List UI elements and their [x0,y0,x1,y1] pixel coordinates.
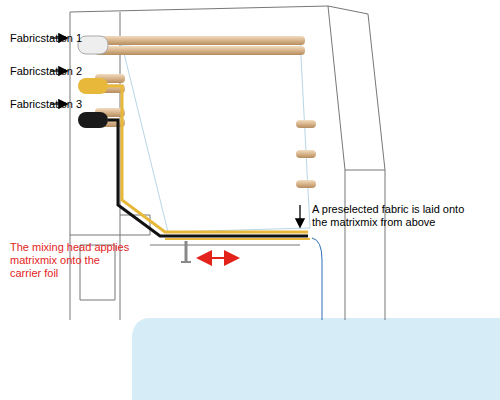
table [132,318,500,400]
yellow-fabric [108,86,308,232]
black-roll [78,112,108,128]
mixing-head-label: The mixing head applies matrixmix onto t… [10,241,134,280]
carrier-foil [312,238,322,320]
down-arrow [299,205,300,226]
yellow-roll [78,78,108,94]
housing [70,6,385,320]
matrixmix-layer [165,238,310,240]
mixing-head [185,241,188,262]
motion-arrow [200,257,236,259]
station-label: Fabricstation 2 [10,65,82,78]
white-roll [78,36,108,54]
note-label: A preselected fabric is laid onto the ma… [312,203,472,229]
fabric-sheet [122,38,310,232]
roll-tubes [95,36,316,188]
black-fabric [108,120,308,236]
station-label: Fabricstation 3 [10,98,82,111]
station-label: Fabricstation 1 [10,32,82,45]
mixing-head-nozzle [181,261,191,263]
